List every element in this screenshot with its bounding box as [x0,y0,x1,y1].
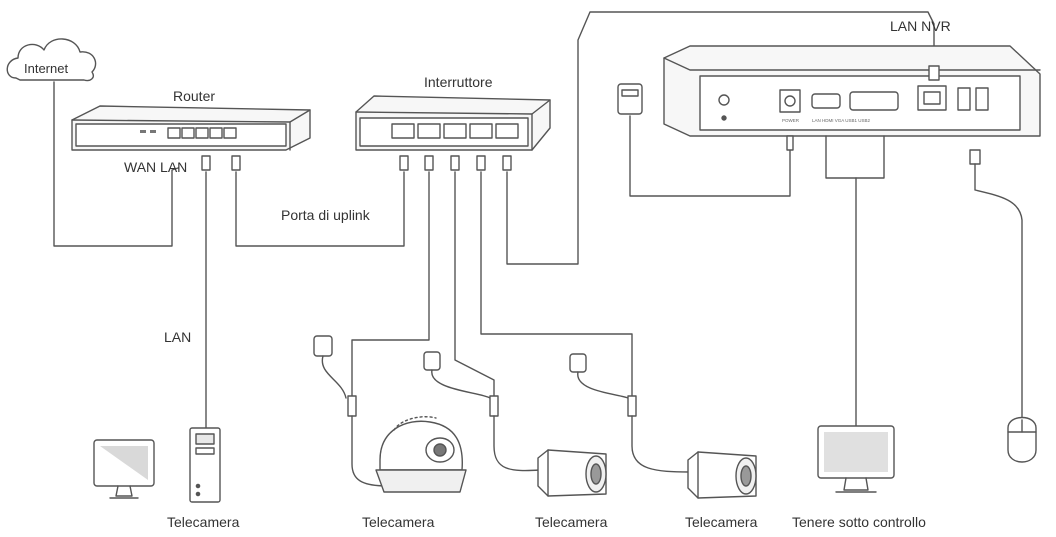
display-monitor-icon [817,425,895,493]
svg-text:LAN HDMI VGA USB1 USB2: LAN HDMI VGA USB1 USB2 [812,118,871,123]
cable-router-switch [235,171,405,247]
cable-switch-camera-2 [454,171,495,401]
uplink-label: Porta di uplink [281,207,370,223]
cable-internet-wan [53,81,179,247]
bullet-camera-icon [423,351,607,497]
lan-label: LAN [164,329,192,345]
power-adapter-icon [617,83,643,115]
router-label: Router [173,88,216,104]
cable-switch-nvr [506,11,935,265]
cable-nvr-power [629,115,791,197]
bullet-camera-icon [569,353,757,499]
nvr-icon: POWER LAN HDMI VGA USB1 USB2 [663,45,1041,137]
router-icon [71,105,311,151]
monitor-label: Tenere sotto controllo [792,514,926,530]
internet-label: Internet [24,61,69,76]
switch-label: Interruttore [424,74,493,90]
camera-label-2: Telecamera [362,514,435,530]
camera-label-1: Telecamera [167,514,240,530]
switch-icon [355,95,551,151]
camera-label-4: Telecamera [685,514,758,530]
computer-monitor-icon [93,439,155,499]
cloud-icon [6,38,97,82]
computer-tower-icon [189,427,221,503]
cable-switch-camera-3 [480,171,633,401]
cable-switch-camera-1 [351,171,430,401]
dome-camera-icon [313,335,467,493]
camera-label-3: Telecamera [535,514,608,530]
svg-text:POWER: POWER [782,118,800,123]
lan-nvr-label: LAN NVR [890,18,951,34]
cable-nvr-mouse [974,163,1023,421]
cable-nvr-display [825,135,885,179]
wan-lan-label: WAN LAN [124,159,188,175]
mouse-icon [1007,416,1037,463]
